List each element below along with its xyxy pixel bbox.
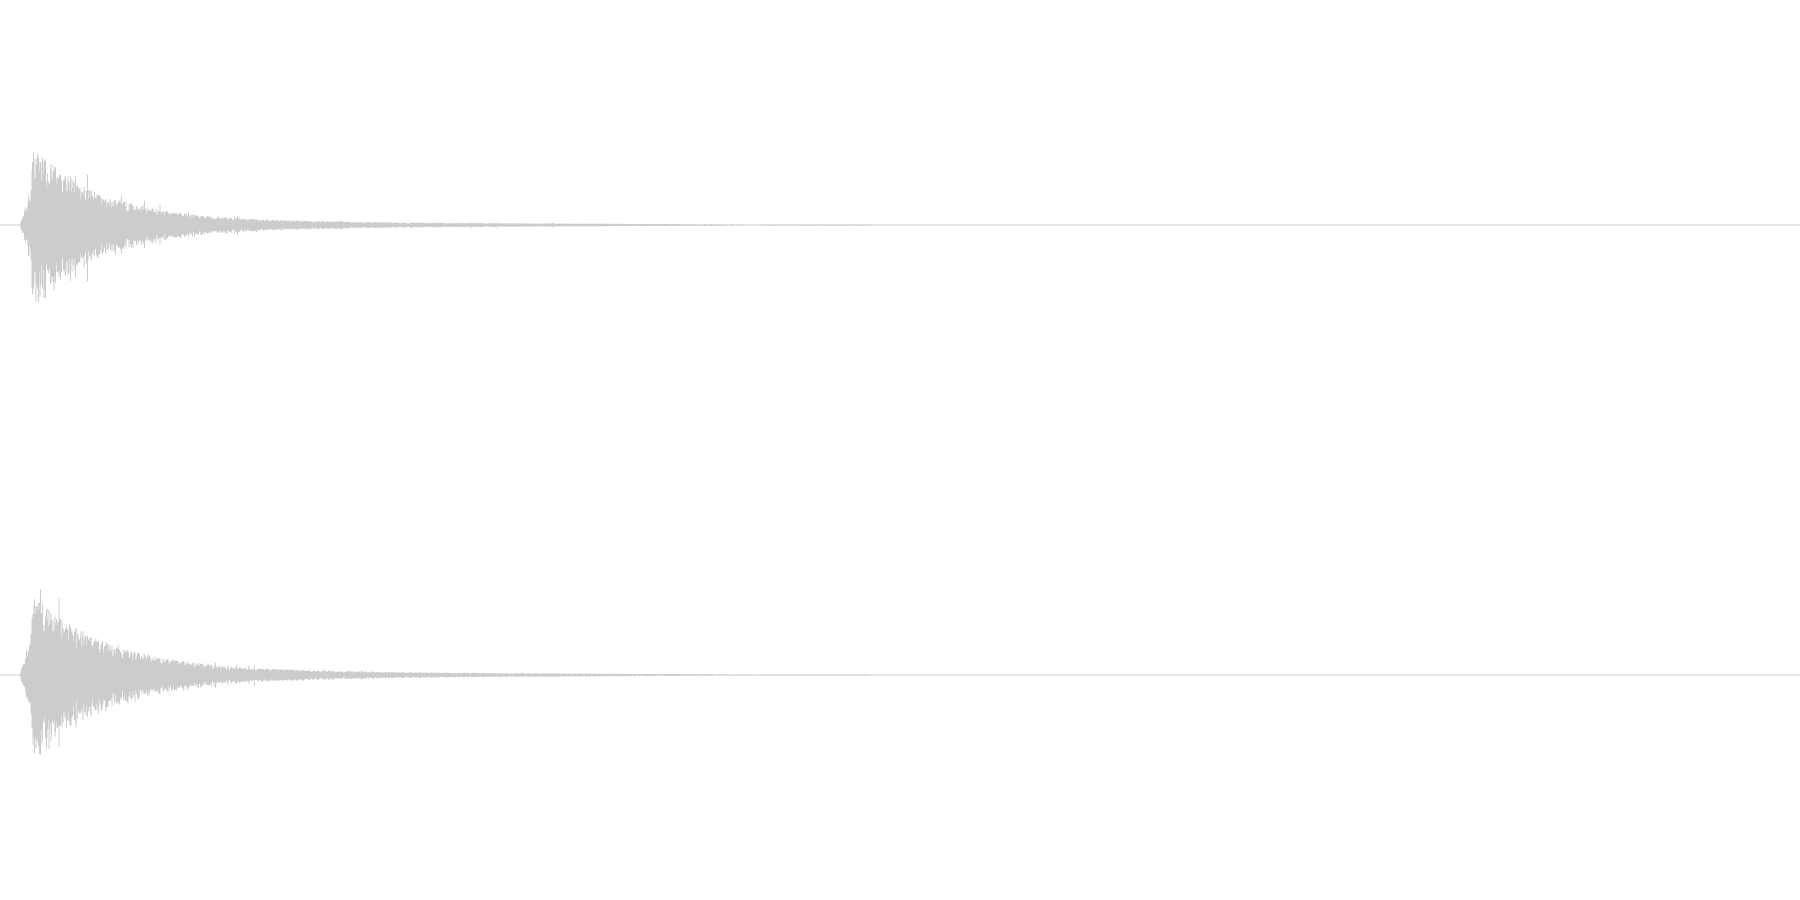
left-channel[interactable] [0,0,1800,450]
right-channel-wave [19,589,871,756]
right-channel[interactable] [0,450,1800,900]
right-channel-waveform [0,589,1800,756]
left-channel-waveform [0,152,1800,303]
left-channel-wave [19,152,871,303]
